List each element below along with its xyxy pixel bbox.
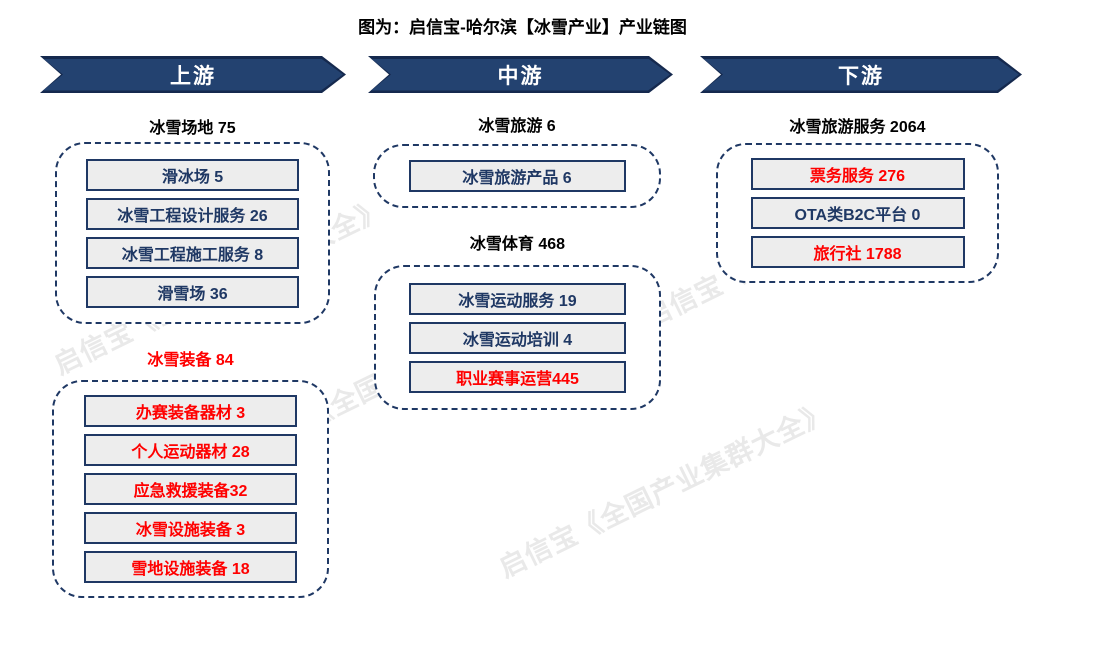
item-box: 滑冰场 5 xyxy=(86,158,299,191)
page-title: 图为：启信宝-哈尔滨【冰雪产业】产业链图 xyxy=(358,18,687,37)
item-box: OTA类B2C平台 0 xyxy=(750,197,965,229)
group-container-ice-snow-equipment: 办赛装备器材 3 个人运动器材 28 应急救援装备32 冰雪设施装备 3 雪地设… xyxy=(52,380,329,598)
item-box: 旅行社 1788 xyxy=(750,236,965,268)
chevron-arrow-icon xyxy=(43,59,343,91)
item-box: 职业赛事运营445 xyxy=(409,360,626,393)
watermark-text: 启信宝《全国产业集群大全》 xyxy=(494,396,835,584)
group-header-ice-snow-travel-services: 冰雪旅游服务 2064 xyxy=(789,119,926,136)
group-header-ice-snow-equipment: 冰雪装备 84 xyxy=(147,352,234,369)
item-box: 个人运动器材 28 xyxy=(84,434,297,466)
stage-banner-downstream: 下游 xyxy=(700,56,1022,93)
group-header-ice-snow-sports: 冰雪体育 468 xyxy=(469,236,566,253)
stage-label-downstream: 下游 xyxy=(838,64,884,88)
item-box: 冰雪运动培训 4 xyxy=(409,321,626,354)
group-container-ice-snow-venues: 滑冰场 5 冰雪工程设计服务 26 冰雪工程施工服务 8 滑雪场 36 xyxy=(55,142,330,324)
chevron-arrow-icon xyxy=(371,59,670,91)
stage-banner-upstream: 上游 xyxy=(40,56,346,93)
group-header-ice-snow-tourism: 冰雪旅游 6 xyxy=(478,118,556,135)
item-box: 应急救援装备32 xyxy=(84,473,297,505)
item-box: 冰雪设施装备 3 xyxy=(84,512,297,544)
chevron-arrow-icon xyxy=(703,59,1019,91)
group-container-ice-snow-sports: 冰雪运动服务 19 冰雪运动培训 4 职业赛事运营445 xyxy=(374,265,661,410)
stage-banner-midstream: 中游 xyxy=(368,56,673,93)
stage-label-midstream: 中游 xyxy=(497,64,544,88)
item-box: 冰雪运动服务 19 xyxy=(409,282,626,315)
item-box: 冰雪工程设计服务 26 xyxy=(86,197,299,230)
item-box: 雪地设施装备 18 xyxy=(84,551,297,583)
group-header-ice-snow-venues: 冰雪场地 75 xyxy=(149,120,236,137)
item-box: 冰雪工程施工服务 8 xyxy=(86,236,299,269)
item-box: 冰雪旅游产品 6 xyxy=(408,160,626,192)
group-container-ice-snow-travel-services: 票务服务 276 OTA类B2C平台 0 旅行社 1788 xyxy=(716,143,999,283)
group-container-ice-snow-tourism: 冰雪旅游产品 6 xyxy=(373,144,661,208)
stage-label-upstream: 上游 xyxy=(170,64,216,88)
item-box: 办赛装备器材 3 xyxy=(84,395,297,427)
item-box: 票务服务 276 xyxy=(750,158,965,190)
item-box: 滑雪场 36 xyxy=(86,275,299,308)
